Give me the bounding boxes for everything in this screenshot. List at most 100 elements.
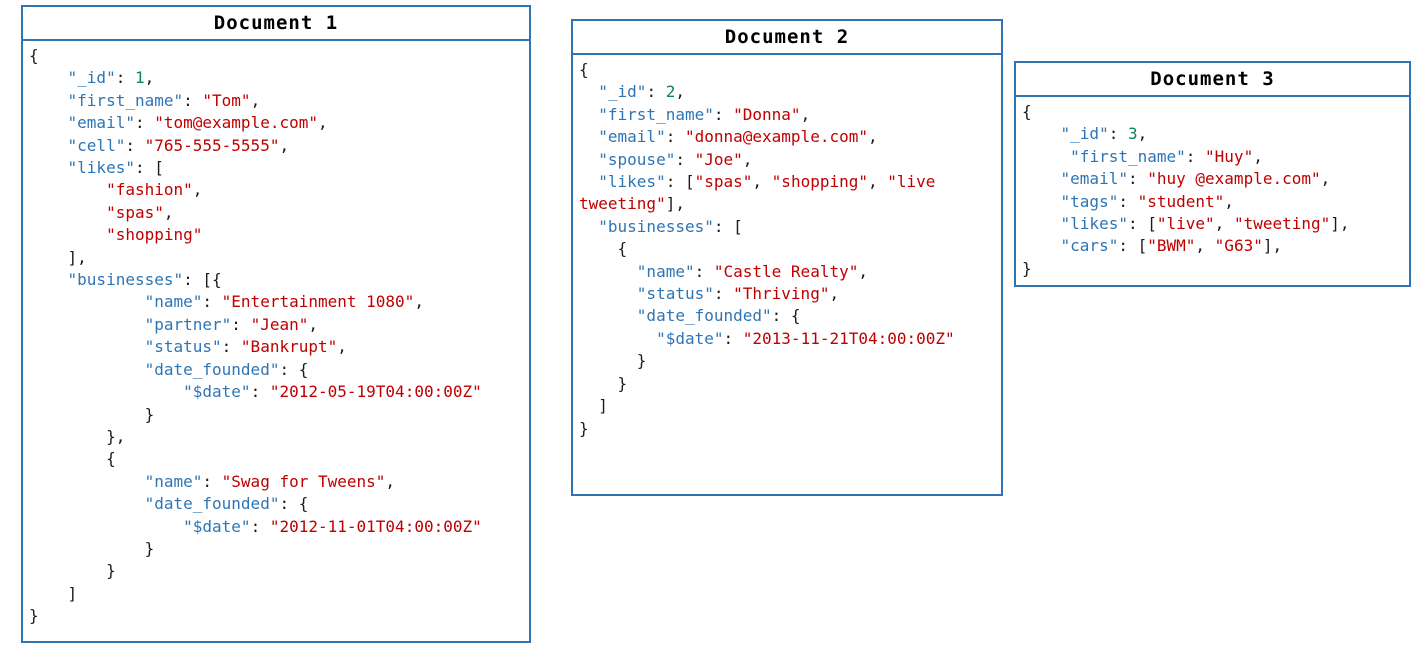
code-segment-plain: : [713,104,734,124]
code-segment-plain: , [1320,169,1331,189]
code-segment-plain: : [{ [183,270,222,290]
code-segment-string-value: "Castle Realty" [713,261,859,281]
code-segment-plain: , [675,82,685,102]
code-segment-plain: } [579,373,628,393]
code-segment-plain: : [1108,124,1128,144]
code-segment-plain: , [414,292,424,312]
code-segment-plain [29,360,145,379]
code-line: "likes": [ [29,157,523,179]
code-segment-plain [29,225,106,244]
code-segment-plain: : { [771,306,801,326]
code-line: "likes": ["spas", "shopping", "live [579,171,995,193]
code-line: "likes": ["live", "tweeting"], [1022,213,1403,235]
code-segment-plain: } [579,418,589,438]
code-segment-string-value: "Tom" [202,90,251,110]
code-segment-key: "status" [636,284,714,304]
code-segment-string-value: "Entertainment 1080" [221,292,415,312]
code-line: "status": "Bankrupt", [29,336,523,358]
code-line: tweeting"], [579,193,995,215]
code-segment-string-value: "Donna" [733,104,801,124]
code-line: } [29,404,523,426]
code-segment-string-value: "shopping" [771,172,868,192]
code-segment-plain: , [1224,191,1234,211]
document-1-code-body: { "_id": 1, "first_name": "Tom", "email"… [23,41,529,632]
code-line: "date_founded": { [29,359,523,381]
code-segment-plain: , [144,68,155,88]
code-segment-key: "businesses" [598,216,714,236]
code-line: { [1022,101,1403,123]
code-segment-key: "email" [1060,169,1128,189]
code-segment-plain: ] [29,583,78,603]
code-segment-string-value: "G63" [1214,236,1263,256]
code-segment-string-value: "fashion" [106,180,193,200]
code-segment-plain: { [1022,102,1032,121]
code-segment-plain: : [ [1127,214,1157,234]
code-segment-plain: : [1127,169,1148,189]
code-segment-string-value: "spas" [106,202,164,222]
code-segment-string-value: "huy @example.com" [1147,169,1321,189]
code-segment-key: "name" [636,261,695,281]
code-segment-key: "name" [144,292,203,312]
code-segment-plain: : [231,314,251,334]
code-segment-plain: } [29,538,155,558]
code-segment-string-value: "765-555-5555" [144,135,280,155]
code-segment-plain: ], [29,247,87,267]
code-segment-key: "email" [67,113,135,133]
code-segment-plain: , [250,90,261,110]
code-segment-key: "name" [144,471,203,491]
code-line: } [29,560,523,582]
code-line: "shopping" [29,224,523,246]
code-line: "email": "huy @example.com", [1022,168,1403,190]
code-segment-key: "likes" [67,158,135,178]
code-line: } [579,350,995,372]
code-segment-plain [579,329,656,348]
code-segment-key: "$date" [183,382,251,402]
code-segment-key: "date_founded" [144,494,280,514]
code-segment-plain: { [579,60,589,79]
code-line: } [1022,258,1403,280]
code-segment-plain [579,82,598,101]
code-segment-key: "first_name" [598,104,714,124]
code-segment-plain: ] [579,396,608,416]
code-segment-string-value: "live [887,172,936,192]
code-line: "email": "tom@example.com", [29,112,523,134]
code-segment-plain [579,306,637,325]
code-line: "partner": "Jean", [29,314,523,336]
code-line: "$date": "2012-11-01T04:00:00Z" [29,516,523,538]
code-line: "name": "Castle Realty", [579,261,995,283]
document-2-panel: Document 2 { "_id": 2, "first_name": "Do… [571,19,1003,496]
code-segment-plain: , [1214,214,1234,234]
code-segment-plain: , [337,337,347,357]
code-segment-plain [29,158,68,177]
code-segment-plain: : [202,292,222,312]
code-segment-plain: , [1137,124,1148,144]
code-segment-plain: : { [279,359,309,379]
code-line: "spas", [29,202,523,224]
code-line: "date_founded": { [29,493,523,515]
code-segment-string-value: "tom@example.com" [154,113,318,133]
code-segment-plain [29,517,183,536]
code-segment-plain: : [221,337,241,357]
code-line: "name": "Swag for Tweens", [29,471,523,493]
code-segment-key: "first_name" [1070,146,1186,166]
code-segment-plain: } [29,606,39,626]
code-segment-key: "status" [144,337,222,357]
code-line: { [579,59,995,81]
code-segment-plain [1022,169,1061,188]
code-segment-plain [29,113,68,132]
document-1-panel: Document 1 { "_id": 1, "first_name": "To… [21,5,531,643]
code-segment-string-value: "Jean" [250,314,309,334]
code-segment-key: "cars" [1060,236,1119,256]
code-segment-plain: , [308,314,318,334]
code-segment-plain: , [192,180,203,200]
code-segment-key: "_id" [598,82,647,102]
code-segment-plain: : [115,68,135,88]
code-segment-plain: : [ [1118,236,1148,256]
code-line: "$date": "2012-05-19T04:00:00Z" [29,381,523,403]
code-line: "cars": ["BWM", "G63"], [1022,235,1403,257]
code-segment-plain [29,180,106,199]
code-segment-plain [29,494,145,513]
code-segment-plain: : [1185,146,1206,166]
code-line: "cell": "765-555-5555", [29,135,523,157]
code-segment-string-value: "tweeting" [1233,214,1331,234]
